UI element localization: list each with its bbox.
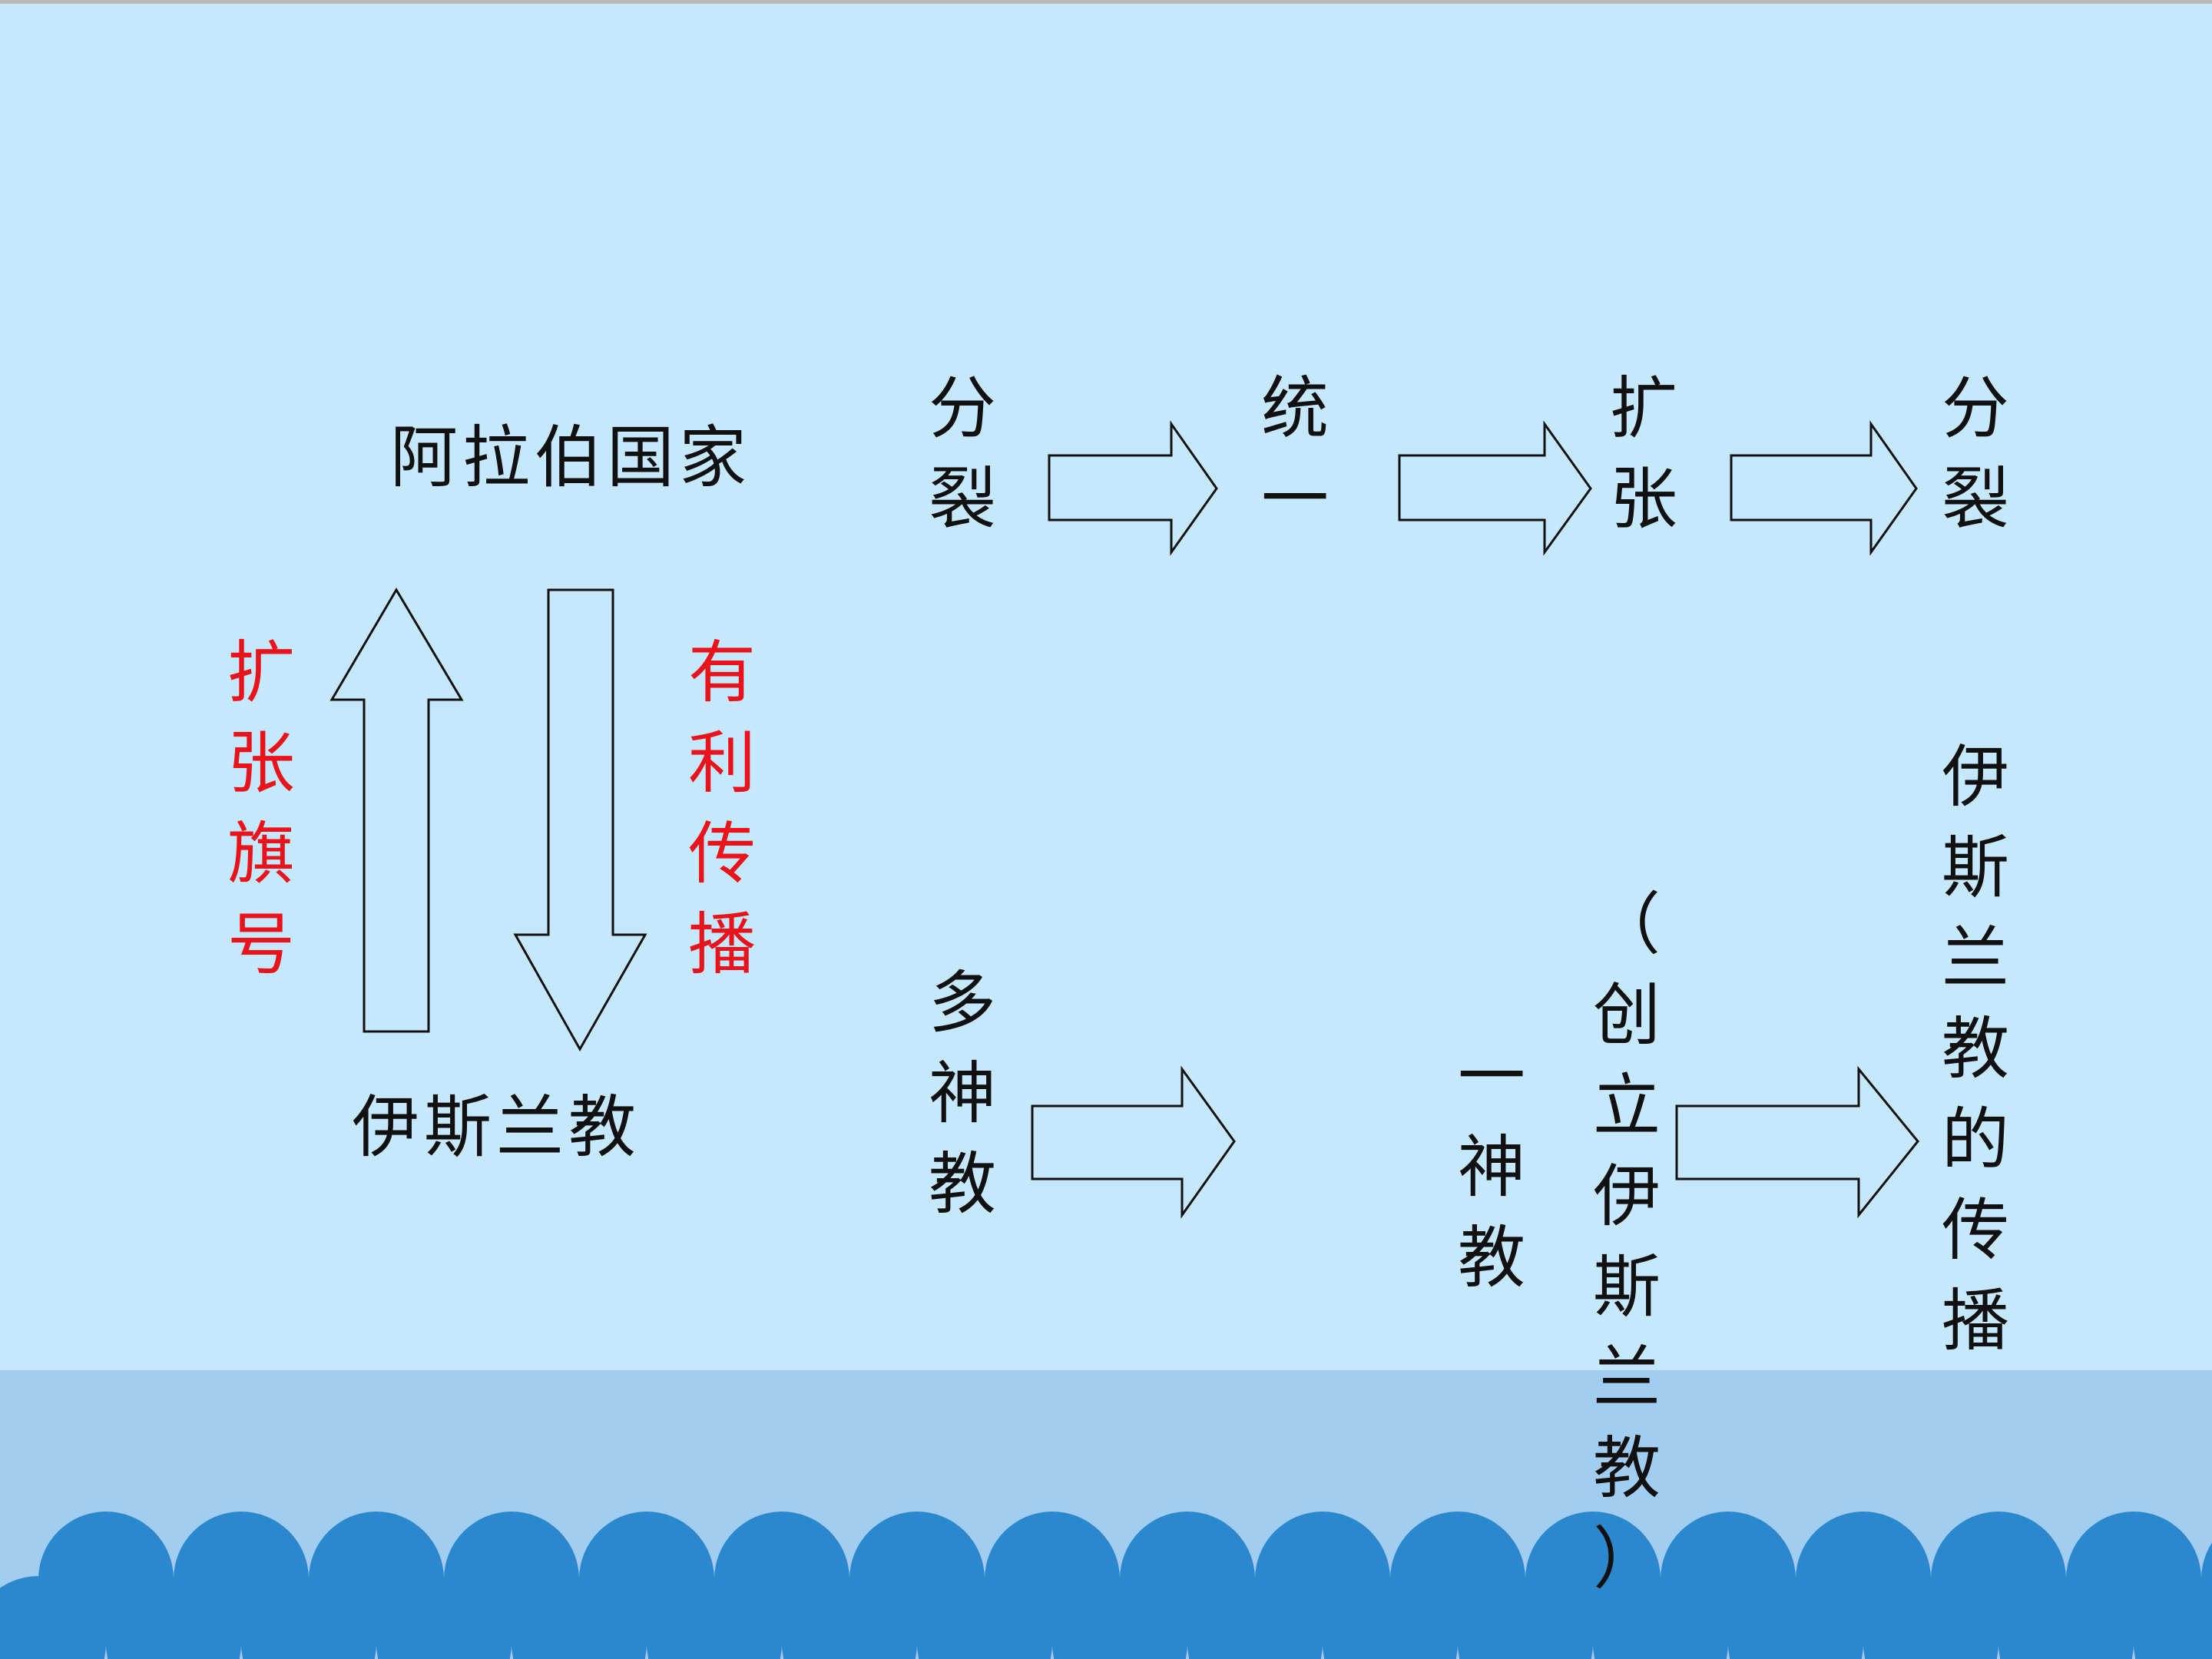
wave-scallop	[241, 1576, 376, 1659]
polytheism-label: 多神教	[928, 963, 996, 1224]
expansion-banner-label: 扩张旗号	[227, 633, 295, 984]
monotheism-label: 一神教	[1457, 1037, 1525, 1297]
wave-scallop	[106, 1576, 241, 1659]
wave-scallop	[512, 1576, 647, 1659]
arrow-split-to-unify	[1048, 420, 1218, 556]
wave-scallop	[1728, 1576, 1863, 1659]
wave-scallop	[0, 1576, 106, 1659]
stage-expand: 扩张	[1609, 369, 1677, 538]
spread-of-islam-label: 伊斯兰教的传播	[1941, 737, 2009, 1360]
top-border	[0, 0, 2212, 4]
favorable-spread-label: 有利传播	[687, 633, 756, 984]
arrow-to-spread	[1675, 1065, 1919, 1219]
wave-scallop	[1863, 1576, 1998, 1659]
wave-scallop	[376, 1576, 512, 1659]
stage-split-2: 分裂	[1941, 369, 2009, 538]
wave-scallop	[1593, 1576, 1728, 1659]
wave-scallop	[647, 1576, 782, 1659]
wave-scallop	[1052, 1576, 1187, 1659]
wave-scallop	[1458, 1576, 1593, 1659]
stage-split-1: 分裂	[928, 369, 996, 538]
arrow-polytheism	[1031, 1065, 1236, 1219]
arab-states-label: 阿拉伯国家	[390, 418, 752, 497]
wave-pattern	[0, 1512, 2212, 1659]
wave-scallop	[2134, 1576, 2212, 1659]
wave-scallop	[1323, 1576, 1458, 1659]
wave-scallop	[782, 1576, 917, 1659]
arrow-unify-to-expand	[1398, 420, 1592, 556]
islam-label: 伊斯兰教	[352, 1088, 641, 1167]
stage-unify: 统一	[1260, 369, 1329, 538]
down-arrow	[513, 588, 647, 1052]
wave-scallop	[917, 1576, 1052, 1659]
wave-scallop	[1187, 1576, 1323, 1659]
founding-islam-note: （创立伊斯兰教）	[1592, 885, 1661, 1598]
wave-scallop	[1998, 1576, 2134, 1659]
up-arrow	[329, 588, 464, 1033]
arrow-expand-to-split	[1730, 420, 1918, 556]
